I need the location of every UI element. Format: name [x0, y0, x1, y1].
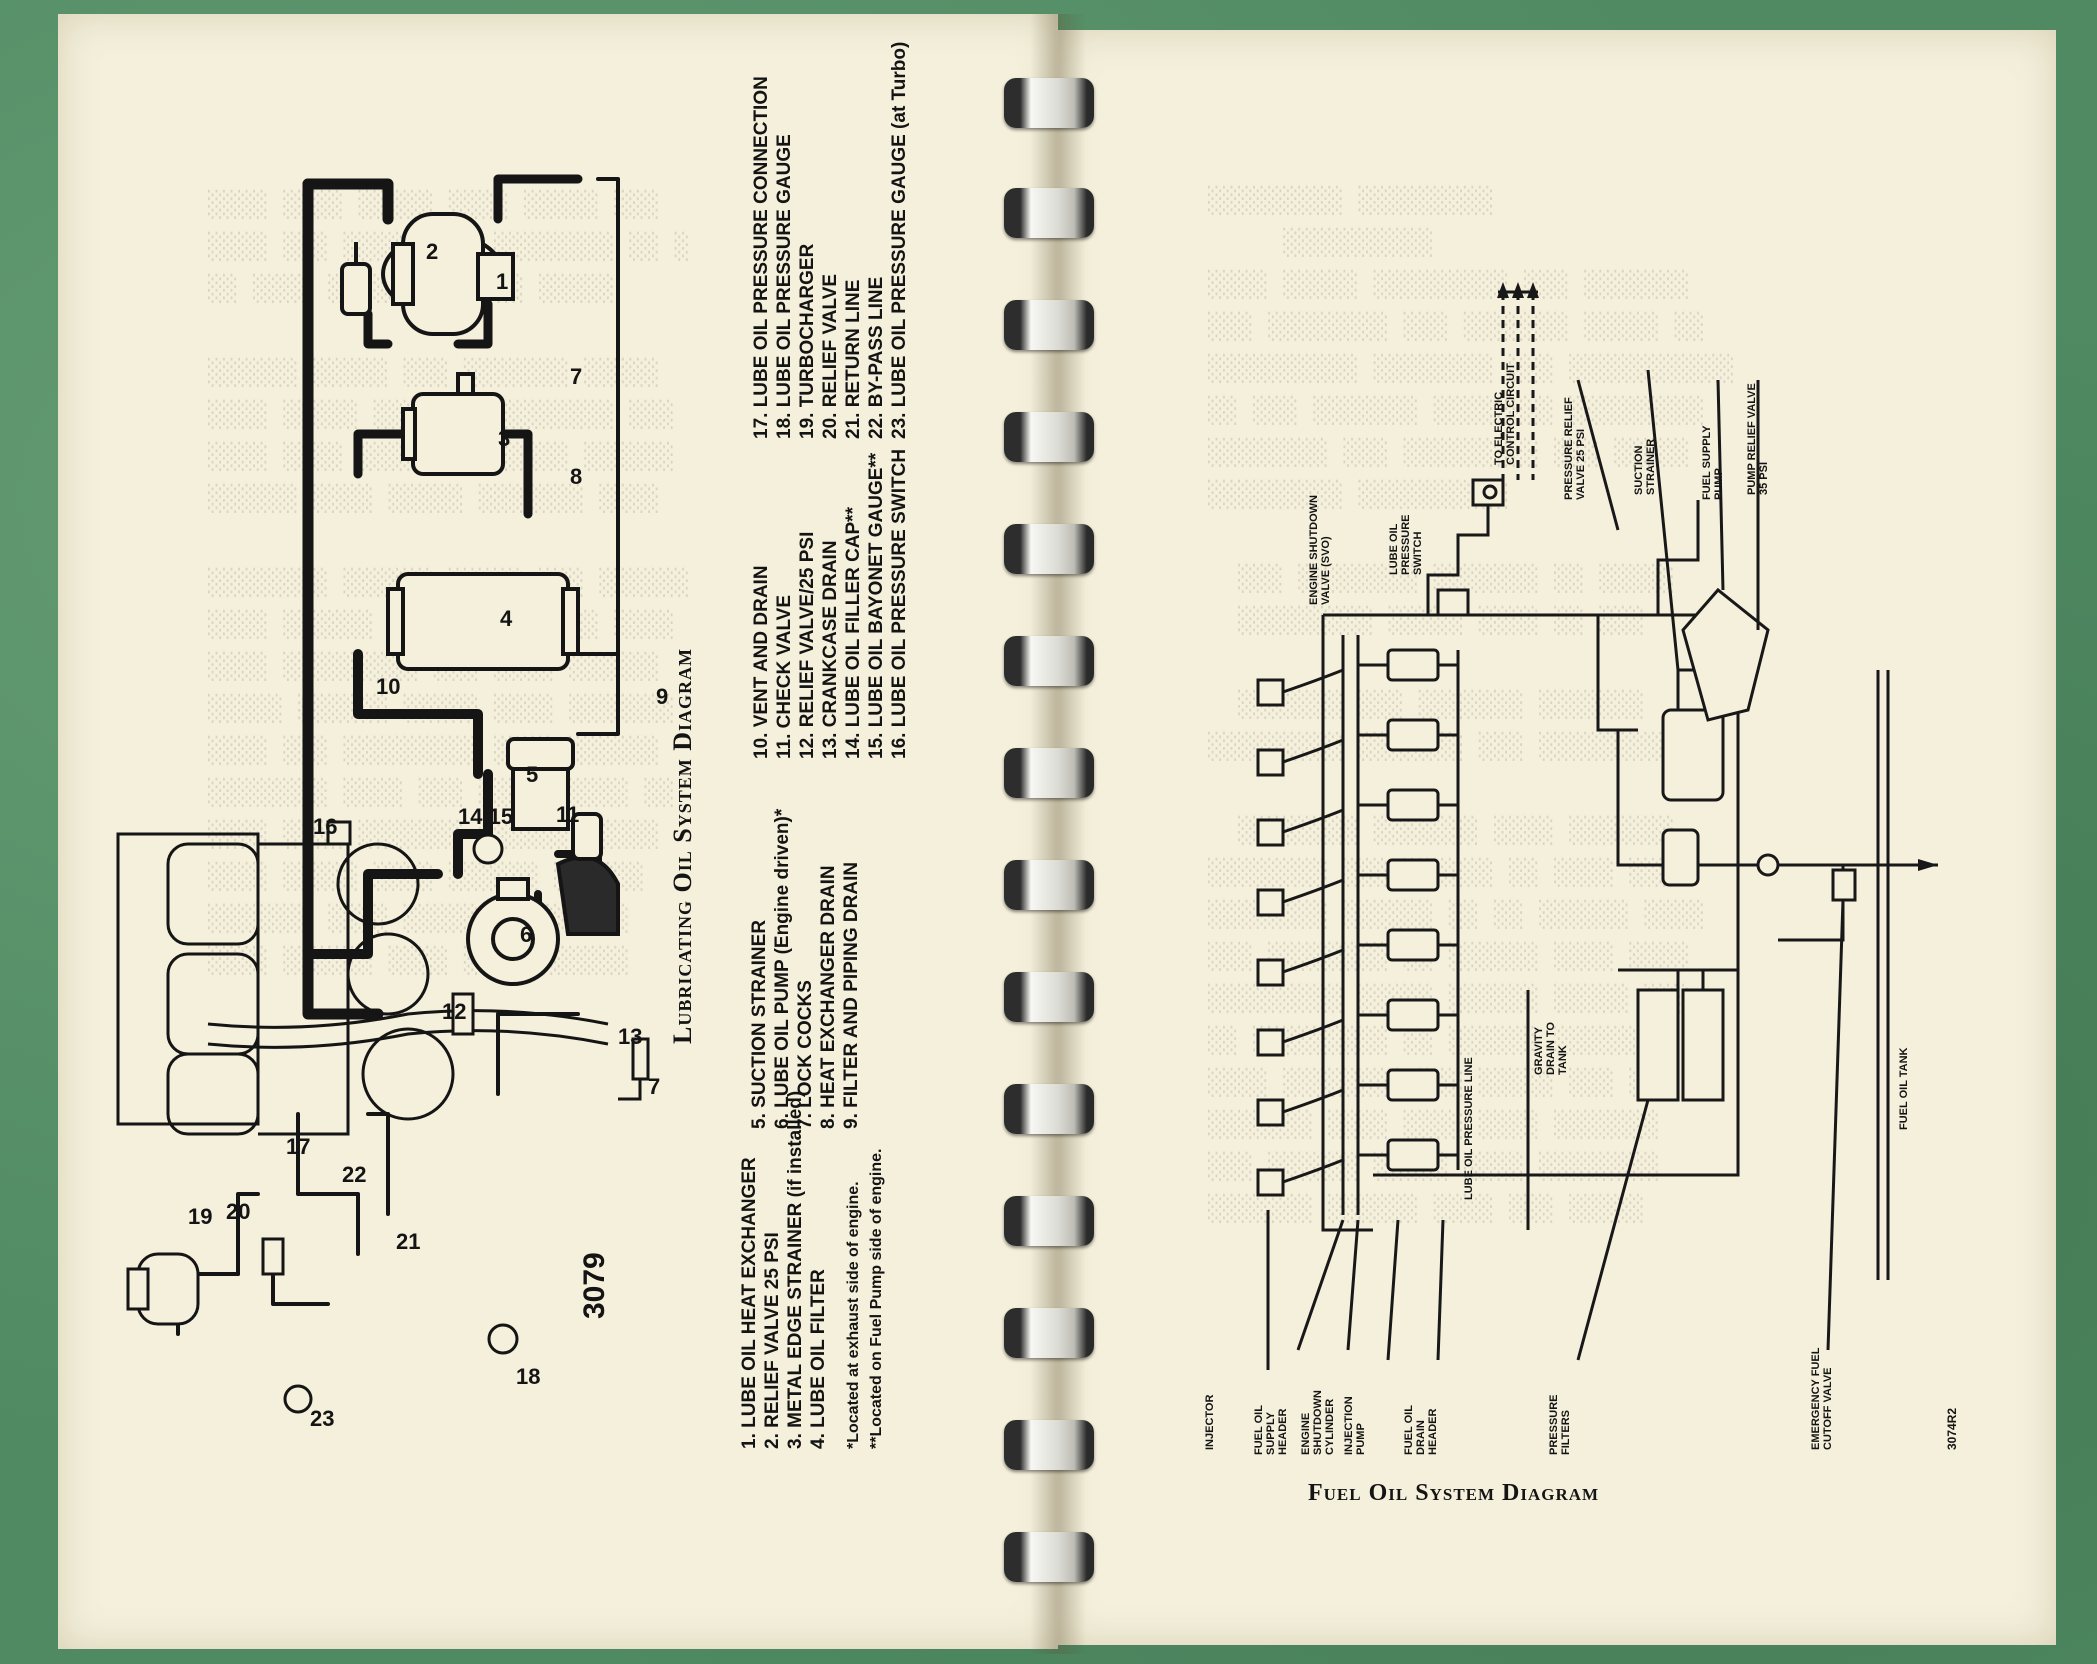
label-lube-oil-pressure-switch: LUBE OIL PRESSURE SWITCH [1388, 514, 1424, 575]
callout-23: 23 [310, 1406, 334, 1431]
legend-item-16: 16. LUBE OIL PRESSURE SWITCH [889, 448, 910, 759]
callout-8: 8 [570, 464, 582, 489]
lube-oil-schematic: 1 2 3 4 5 6 7 7 8 9 10 11 12 13 14,15 16… [116, 174, 668, 1431]
callout-21: 21 [396, 1229, 420, 1254]
callout-20: 20 [226, 1199, 250, 1224]
legend-item-15: 15. LUBE OIL BAYONET GAUGE** [866, 452, 887, 759]
callout-13: 13 [618, 1024, 642, 1049]
callout-6: 6 [520, 922, 532, 947]
legend-item-13: 13. CRANKCASE DRAIN [820, 540, 841, 759]
figure-number-3079: 3079 [578, 1252, 611, 1319]
binding-coil [1004, 748, 1094, 798]
legend-item-14: 14. LUBE OIL FILLER CAP** [843, 507, 864, 759]
binding-coil [1004, 860, 1094, 910]
label-engine-shutdown-cylinder: ENGINE SHUTDOWN CYLINDER [1300, 1390, 1336, 1455]
legend-item-12: 12. RELIEF VALVE/25 PSI [797, 531, 818, 759]
label-fuel-oil-supply-header: FUEL OIL SUPPLY HEADER [1253, 1405, 1289, 1455]
legend-item-21: 21. RETURN LINE [843, 279, 864, 439]
callout-1: 1 [496, 269, 508, 294]
binding-coil [1004, 1196, 1094, 1246]
callout-12: 12 [442, 999, 466, 1024]
binding-coil [1004, 972, 1094, 1022]
legend-item-2: 2. RELIEF VALVE 25 PSI [762, 1232, 783, 1449]
legend-item-17: 17. LUBE OIL PRESSURE CONNECTION [751, 76, 772, 439]
legend-item-20: 20. RELIEF VALVE [820, 273, 841, 439]
label-suction-strainer: SUCTION STRAINER [1633, 438, 1657, 495]
legend-item-6: 6. LUBE OIL PUMP (Engine driven)* [772, 808, 793, 1129]
legend-item-3: 3. METAL EDGE STRAINER (if installed) [785, 1090, 806, 1449]
legend-column-4: 17. LUBE OIL PRESSURE CONNECTION 18. LUB… [750, 42, 911, 439]
legend-item-22: 22. BY-PASS LINE [866, 276, 887, 439]
binding-coil [1004, 1532, 1094, 1582]
callout-7b: 7 [648, 1074, 660, 1099]
label-injector: INJECTOR [1204, 1394, 1216, 1450]
callout-9: 9 [656, 684, 668, 709]
label-fuel-oil-tank: FUEL OIL TANK [1898, 1047, 1910, 1131]
label-injection-pump: INJECTION PUMP [1343, 1396, 1367, 1455]
footnote-2: **Located on Fuel Pump side of engine. [868, 1148, 885, 1449]
callout-11: 11 [556, 802, 579, 827]
figure-number-3074r2: 3074R2 [1945, 1407, 1959, 1450]
callout-22: 22 [342, 1162, 366, 1187]
callout-4: 4 [500, 606, 513, 631]
fuel-diagram-title: Fuel Oil System Diagram [1308, 1480, 1600, 1506]
legend-item-7: 7. LOCK COCKS [795, 980, 816, 1129]
legend-item-23: 23. LUBE OIL PRESSURE GAUGE (at Turbo) [889, 41, 910, 439]
legend-item-1: 1. LUBE OIL HEAT EXCHANGER [739, 1157, 760, 1449]
binding-coil [1004, 636, 1094, 686]
label-engine-shutdown-valve: ENGINE SHUTDOWN VALVE (SVO) [1308, 495, 1332, 605]
binding-coil [1004, 300, 1094, 350]
label-pump-relief-valve-35: PUMP RELIEF VALVE 35 PSI [1746, 383, 1770, 495]
callout-19: 19 [188, 1204, 212, 1229]
legend-item-4: 4. LUBE OIL FILTER [808, 1269, 829, 1449]
legend-column-3: 10. VENT AND DRAIN 11. CHECK VALVE 12. R… [750, 449, 911, 759]
binding-coil [1004, 1084, 1094, 1134]
label-pressure-relief-valve-25: PRESSURE RELIEF VALVE 25 PSI [1563, 397, 1587, 500]
callout-17: 17 [286, 1134, 310, 1159]
binding-coil [1004, 1308, 1094, 1358]
label-emergency-fuel-cutoff-valve: EMERGENCY FUEL CUTOFF VALVE [1810, 1347, 1834, 1450]
label-fuel-supply-pump: FUEL SUPPLY PUMP [1701, 425, 1725, 500]
callout-3: 3 [498, 426, 510, 451]
callout-10: 10 [376, 674, 400, 699]
legend-column-1: 1. LUBE OIL HEAT EXCHANGER 2. RELIEF VAL… [738, 1091, 888, 1449]
callout-18: 18 [516, 1364, 540, 1389]
legend-item-18: 18. LUBE OIL PRESSURE GAUGE [774, 134, 795, 439]
label-pressure-filters: PRESSURE FILTERS [1548, 1394, 1572, 1455]
legend-item-5: 5. SUCTION STRAINER [749, 919, 770, 1129]
binding-coil [1004, 78, 1094, 128]
label-fuel-oil-drain-header: FUEL OIL DRAIN HEADER [1403, 1405, 1439, 1455]
legend-item-10: 10. VENT AND DRAIN [751, 565, 772, 759]
binding-coil [1004, 188, 1094, 238]
callout-16: 16 [313, 814, 337, 839]
callout-14-15: 14,15 [458, 804, 513, 829]
footnote-1: *Located at exhaust side of engine. [845, 1181, 862, 1449]
lube-diagram-title: Lubricating Oil System Diagram [668, 648, 697, 1044]
binding-coil [1004, 1420, 1094, 1470]
right-page: ░░░░░░░░░ ░░░░░░░░░ ░░░░░░░░░░░░░░ ░░░░░… [1058, 30, 2056, 1645]
legend-column-2: 5. SUCTION STRAINER 6. LUBE OIL PUMP (En… [748, 809, 863, 1129]
lube-oil-heat-exchanger-shape [381, 212, 515, 336]
book-gutter [1030, 14, 1086, 1654]
legend-item-9: 9. FILTER AND PIPING DRAIN [841, 861, 862, 1129]
label-to-electric-control-circuit: TO ELECTRIC CONTROL CIRCUIT [1493, 363, 1517, 465]
callout-5: 5 [526, 762, 538, 787]
legend-item-8: 8. HEAT EXCHANGER DRAIN [818, 865, 839, 1129]
binding-coil [1004, 412, 1094, 462]
legend-item-19: 19. TURBOCHARGER [797, 243, 818, 439]
label-gravity-drain-to-tank: GRAVITY DRAIN TO TANK [1533, 1022, 1569, 1075]
fuel-oil-schematic [1256, 282, 1938, 1370]
callout-7a: 7 [570, 364, 582, 389]
legend-item-11: 11. CHECK VALVE [774, 594, 795, 759]
label-lube-oil-pressure-line: LUBE OIL PRESSURE LINE [1463, 1057, 1475, 1200]
callout-2: 2 [426, 239, 438, 264]
binding-coil [1004, 524, 1094, 574]
left-page: ░░░░ ░░░░ ░░░░░ ░░░░ ░░░░░ ░░░░░░░ ░░░ ░… [58, 14, 1058, 1649]
